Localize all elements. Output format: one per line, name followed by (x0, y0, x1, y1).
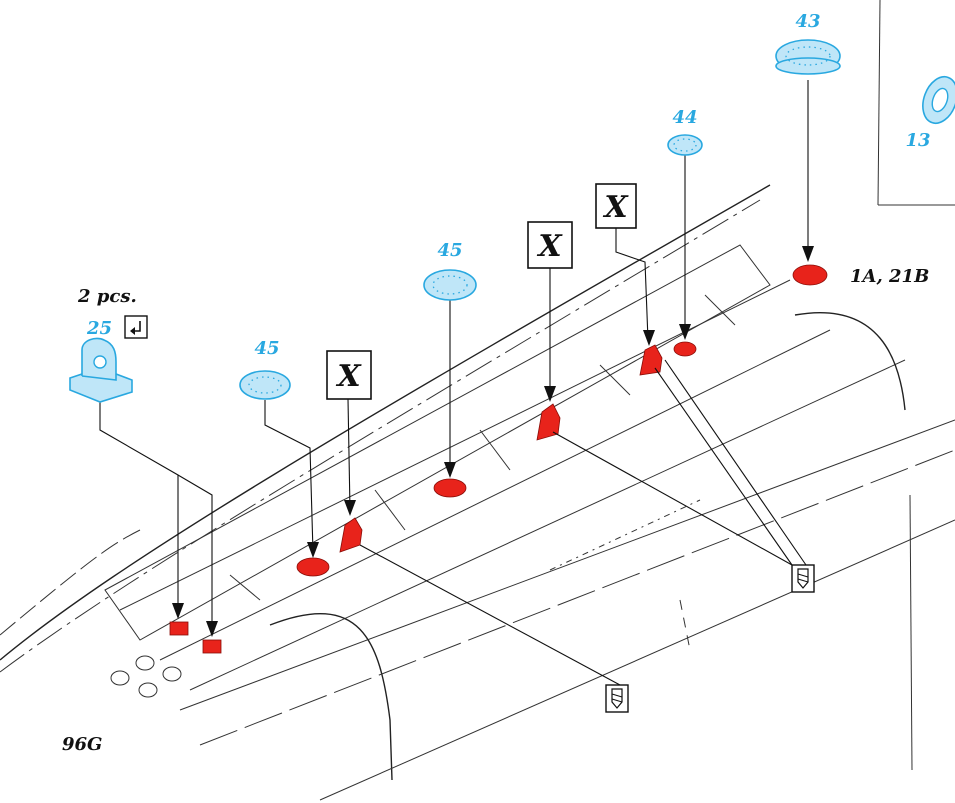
inset-frame (877, 0, 955, 206)
remove-mark-label: X (536, 229, 563, 264)
part-13-label: 13 (905, 130, 930, 151)
tab-x-3 (339, 517, 363, 553)
mount-25-b (202, 639, 222, 654)
remove-mark-1: X (595, 183, 637, 229)
tab-x-1 (639, 344, 663, 376)
part-44-label: 44 (672, 107, 697, 128)
remove-mark-3: X (326, 350, 372, 400)
part-25-label: 25 (86, 318, 112, 339)
reference-96g-label: 96G (62, 734, 102, 755)
quantity-label: 2 pcs. (77, 286, 137, 307)
part-43-shape (775, 39, 841, 75)
hole-45-right (433, 478, 467, 498)
part-44-shape (667, 134, 703, 156)
modify-areas (169, 264, 828, 654)
part-25-shape (69, 337, 133, 403)
remove-mark-2: X (527, 221, 573, 269)
hole-1a-21b (792, 264, 828, 286)
portholes (110, 655, 182, 698)
hole-45-left (296, 557, 330, 577)
part-43-label: 43 (795, 11, 820, 32)
hull-outline (0, 184, 955, 801)
tab-x-2 (536, 403, 561, 441)
drill-bit-icon (791, 564, 815, 593)
drill-bit-icon (605, 684, 629, 713)
part-13-shape (922, 75, 955, 125)
reference-1a-21b-label: 1A, 21B (850, 266, 929, 287)
hole-44 (673, 341, 697, 357)
fold-arrow-icon (124, 315, 148, 339)
remove-mark-label: X (335, 359, 362, 394)
part-45b-shape (423, 269, 477, 301)
remove-mark-label: X (602, 190, 629, 225)
part-45b-label: 45 (437, 240, 462, 261)
leader-lines (99, 80, 814, 686)
mount-25-a (169, 621, 189, 636)
part-45a-shape (239, 370, 291, 400)
part-45a-label: 45 (254, 338, 279, 359)
